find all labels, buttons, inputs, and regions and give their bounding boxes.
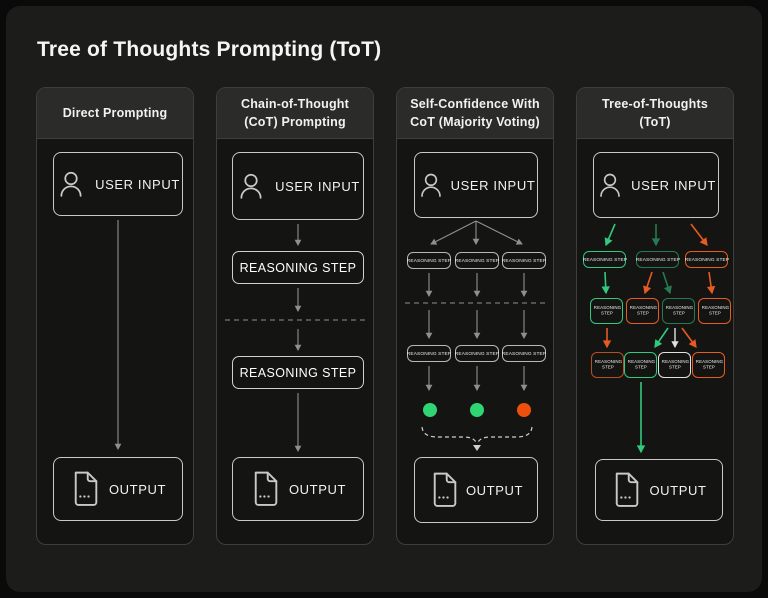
output-node: OUTPUT — [232, 457, 364, 521]
reasoning-step-node: REASONING STEP — [658, 352, 691, 378]
reasoning-step-node: REASONING STEP — [591, 352, 624, 378]
reasoning-step-node: REASONING STEP — [662, 298, 695, 324]
reasoning-step-node: REASONING STEP — [626, 298, 659, 324]
reasoning-step-node: REASONING STEP — [232, 356, 364, 389]
converge-arrowhead — [473, 445, 481, 451]
user-input-node: USER INPUT — [414, 152, 538, 218]
reasoning-step-node: REASONING STEP — [502, 345, 546, 362]
user-icon — [596, 171, 624, 199]
reasoning-step-node: REASONING STEP — [624, 352, 657, 378]
card-direct-prompting: Direct Prompting USER INPUT — [36, 87, 194, 545]
user-input-label: USER INPUT — [95, 176, 180, 192]
card-title: Self-Confidence With CoT (Majority Votin… — [397, 88, 553, 139]
user-input-node: USER INPUT — [593, 152, 719, 218]
vote-dot — [470, 403, 484, 417]
document-icon — [70, 470, 100, 508]
user-icon — [236, 171, 266, 201]
user-input-node: USER INPUT — [232, 152, 364, 220]
vote-dot — [517, 403, 531, 417]
output-label: OUTPUT — [108, 481, 167, 497]
reasoning-step-label: REASONING STEP — [239, 260, 357, 275]
user-icon — [417, 171, 445, 199]
user-input-label: USER INPUT — [631, 177, 716, 193]
output-label: OUTPUT — [465, 482, 524, 498]
reasoning-step-node: REASONING STEP — [407, 345, 451, 362]
card-title: Tree-of-Thoughts (ToT) — [577, 88, 733, 139]
reasoning-step-node: REASONING STEP — [407, 252, 451, 269]
reasoning-step-node: REASONING STEP — [582, 251, 627, 268]
card-body: USER INPUT OUTPUT — [37, 139, 193, 544]
reasoning-step-node: REASONING STEP — [692, 352, 725, 378]
output-label: OUTPUT — [288, 481, 347, 497]
card-body: USER INPUT REASONING STEP REASONING STEP… — [217, 139, 373, 544]
card-title: Direct Prompting — [37, 88, 193, 139]
reasoning-step-node: REASONING STEP — [635, 251, 680, 268]
card-self-confidence-cot: Self-Confidence With CoT (Majority Votin… — [396, 87, 554, 545]
card-chain-of-thought: Chain-of-Thought (CoT) Prompting USER IN — [216, 87, 374, 545]
card-body: USER INPUT REASONING STEP REASONING STEP… — [577, 139, 733, 544]
document-icon — [611, 471, 641, 509]
reasoning-step-node: REASONING STEP — [502, 252, 546, 269]
reasoning-step-node: REASONING STEP — [232, 251, 364, 284]
reasoning-step-node: REASONING STEP — [455, 252, 499, 269]
canvas: Tree of Thoughts Prompting (ToT) Direct … — [6, 6, 762, 592]
output-node: OUTPUT — [414, 457, 538, 523]
user-input-node: USER INPUT — [53, 152, 183, 216]
user-icon — [56, 169, 86, 199]
card-body: USER INPUT REASONING STEP REASONING STEP… — [397, 139, 553, 544]
comparison-columns: Direct Prompting USER INPUT — [36, 87, 734, 545]
user-input-label: USER INPUT — [450, 177, 536, 193]
reasoning-step-node: REASONING STEP — [698, 298, 731, 324]
document-icon — [429, 471, 459, 509]
document-icon — [250, 470, 280, 508]
reasoning-step-label: REASONING STEP — [239, 365, 357, 380]
card-tree-of-thoughts: Tree-of-Thoughts (ToT) — [576, 87, 734, 545]
page-title: Tree of Thoughts Prompting (ToT) — [37, 38, 382, 61]
card-title: Chain-of-Thought (CoT) Prompting — [217, 88, 373, 139]
user-input-label: USER INPUT — [275, 178, 360, 194]
output-node: OUTPUT — [595, 459, 723, 521]
vote-dot — [423, 403, 437, 417]
output-node: OUTPUT — [53, 457, 183, 521]
reasoning-step-node: REASONING STEP — [590, 298, 623, 324]
reasoning-step-node: REASONING STEP — [455, 345, 499, 362]
output-label: OUTPUT — [649, 482, 707, 498]
reasoning-step-node: REASONING STEP — [684, 251, 729, 268]
